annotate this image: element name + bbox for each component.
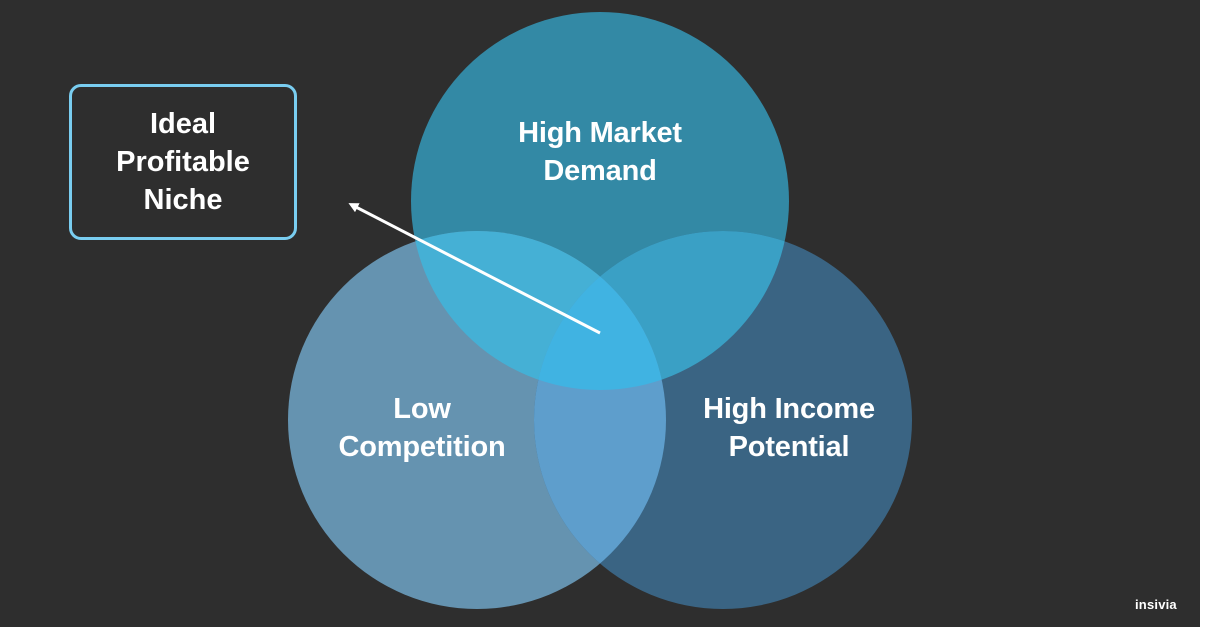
callout-text: Ideal Profitable Niche [116,108,250,216]
label-high-income-potential: High Income Potential [703,393,875,463]
label-low-competition: Low Competition [338,393,506,463]
ideal-niche-callout: Ideal Profitable Niche [69,84,297,240]
label-high-market-demand: High Market Demand [518,117,682,187]
insivia-logo: insivia [1135,597,1177,612]
overlap-center [534,231,666,390]
arrow-to-callout [348,203,601,335]
